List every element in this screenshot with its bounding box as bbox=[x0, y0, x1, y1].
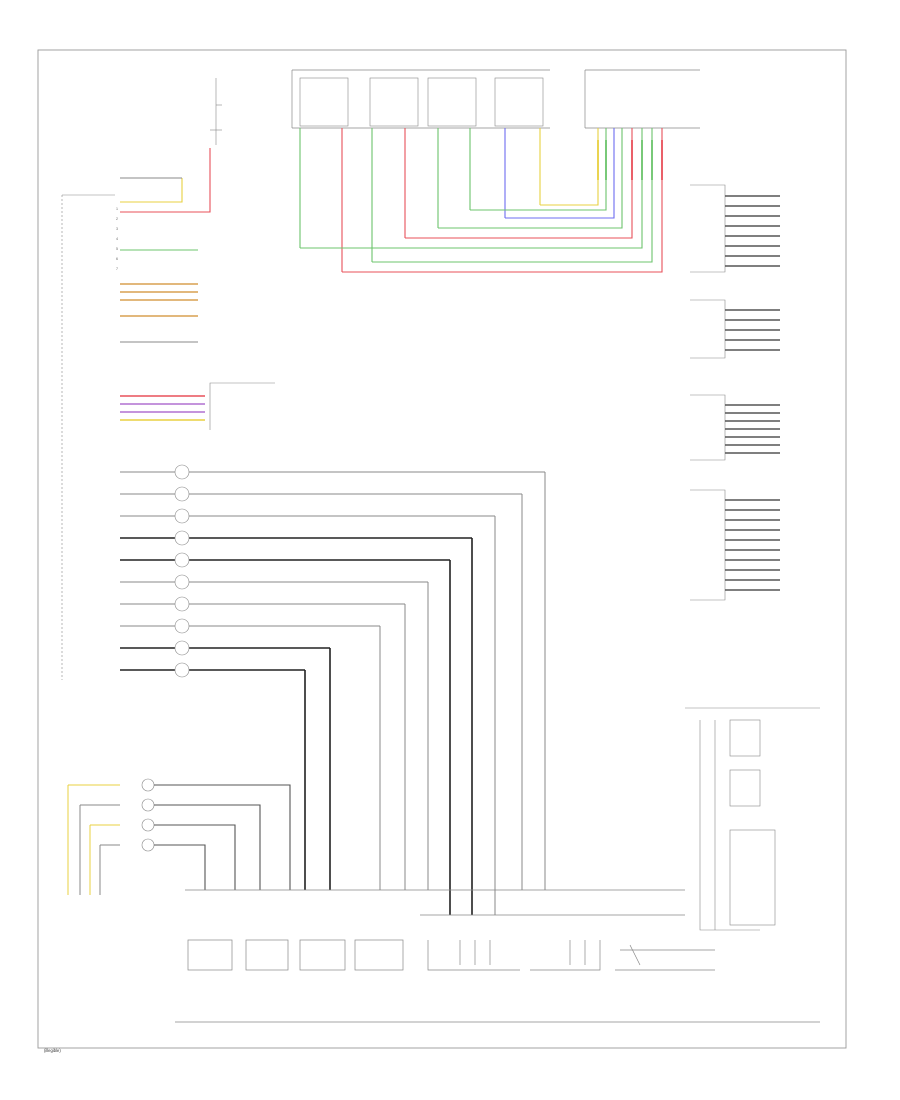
connector-circles bbox=[174, 464, 190, 678]
violet-bundle bbox=[120, 395, 205, 421]
svg-text:2: 2 bbox=[116, 217, 118, 221]
steering-angle-sensor-bracket bbox=[209, 382, 275, 430]
bottom-bus bbox=[175, 889, 820, 1023]
left-connector bbox=[61, 194, 115, 680]
bottom-left-leads bbox=[154, 784, 291, 890]
svg-text:4: 4 bbox=[116, 237, 118, 241]
power-feed-wires bbox=[120, 148, 211, 213]
right-pin-lines bbox=[725, 195, 780, 591]
svg-text:1: 1 bbox=[116, 207, 118, 211]
right-connector-stacks bbox=[690, 184, 726, 601]
bottom-switches bbox=[187, 939, 715, 971]
orange-wire-bundle bbox=[120, 283, 198, 317]
top-vertical-wires bbox=[299, 128, 541, 272]
svg-text:6: 6 bbox=[116, 257, 118, 261]
svg-text:3: 3 bbox=[116, 227, 118, 231]
left-pin-numbers: 1 2 3 4 5 6 7 bbox=[116, 207, 118, 271]
bottom-left-switches bbox=[67, 784, 120, 895]
multi-function-rows bbox=[120, 471, 546, 915]
data-bus-module bbox=[584, 69, 700, 129]
fuse-panel bbox=[210, 78, 222, 145]
bottom-left-circles bbox=[141, 778, 155, 852]
svg-text:7: 7 bbox=[116, 267, 118, 271]
top-switch-modules bbox=[299, 77, 544, 127]
right-switch-panel bbox=[685, 707, 820, 931]
diagram-frame bbox=[37, 49, 847, 1049]
svg-text:5: 5 bbox=[116, 247, 118, 251]
steering-column-switch-box bbox=[291, 69, 550, 129]
right-module-stubs bbox=[597, 140, 663, 180]
footer-code: (illegible) bbox=[44, 1048, 61, 1053]
harness-returns bbox=[300, 128, 663, 273]
